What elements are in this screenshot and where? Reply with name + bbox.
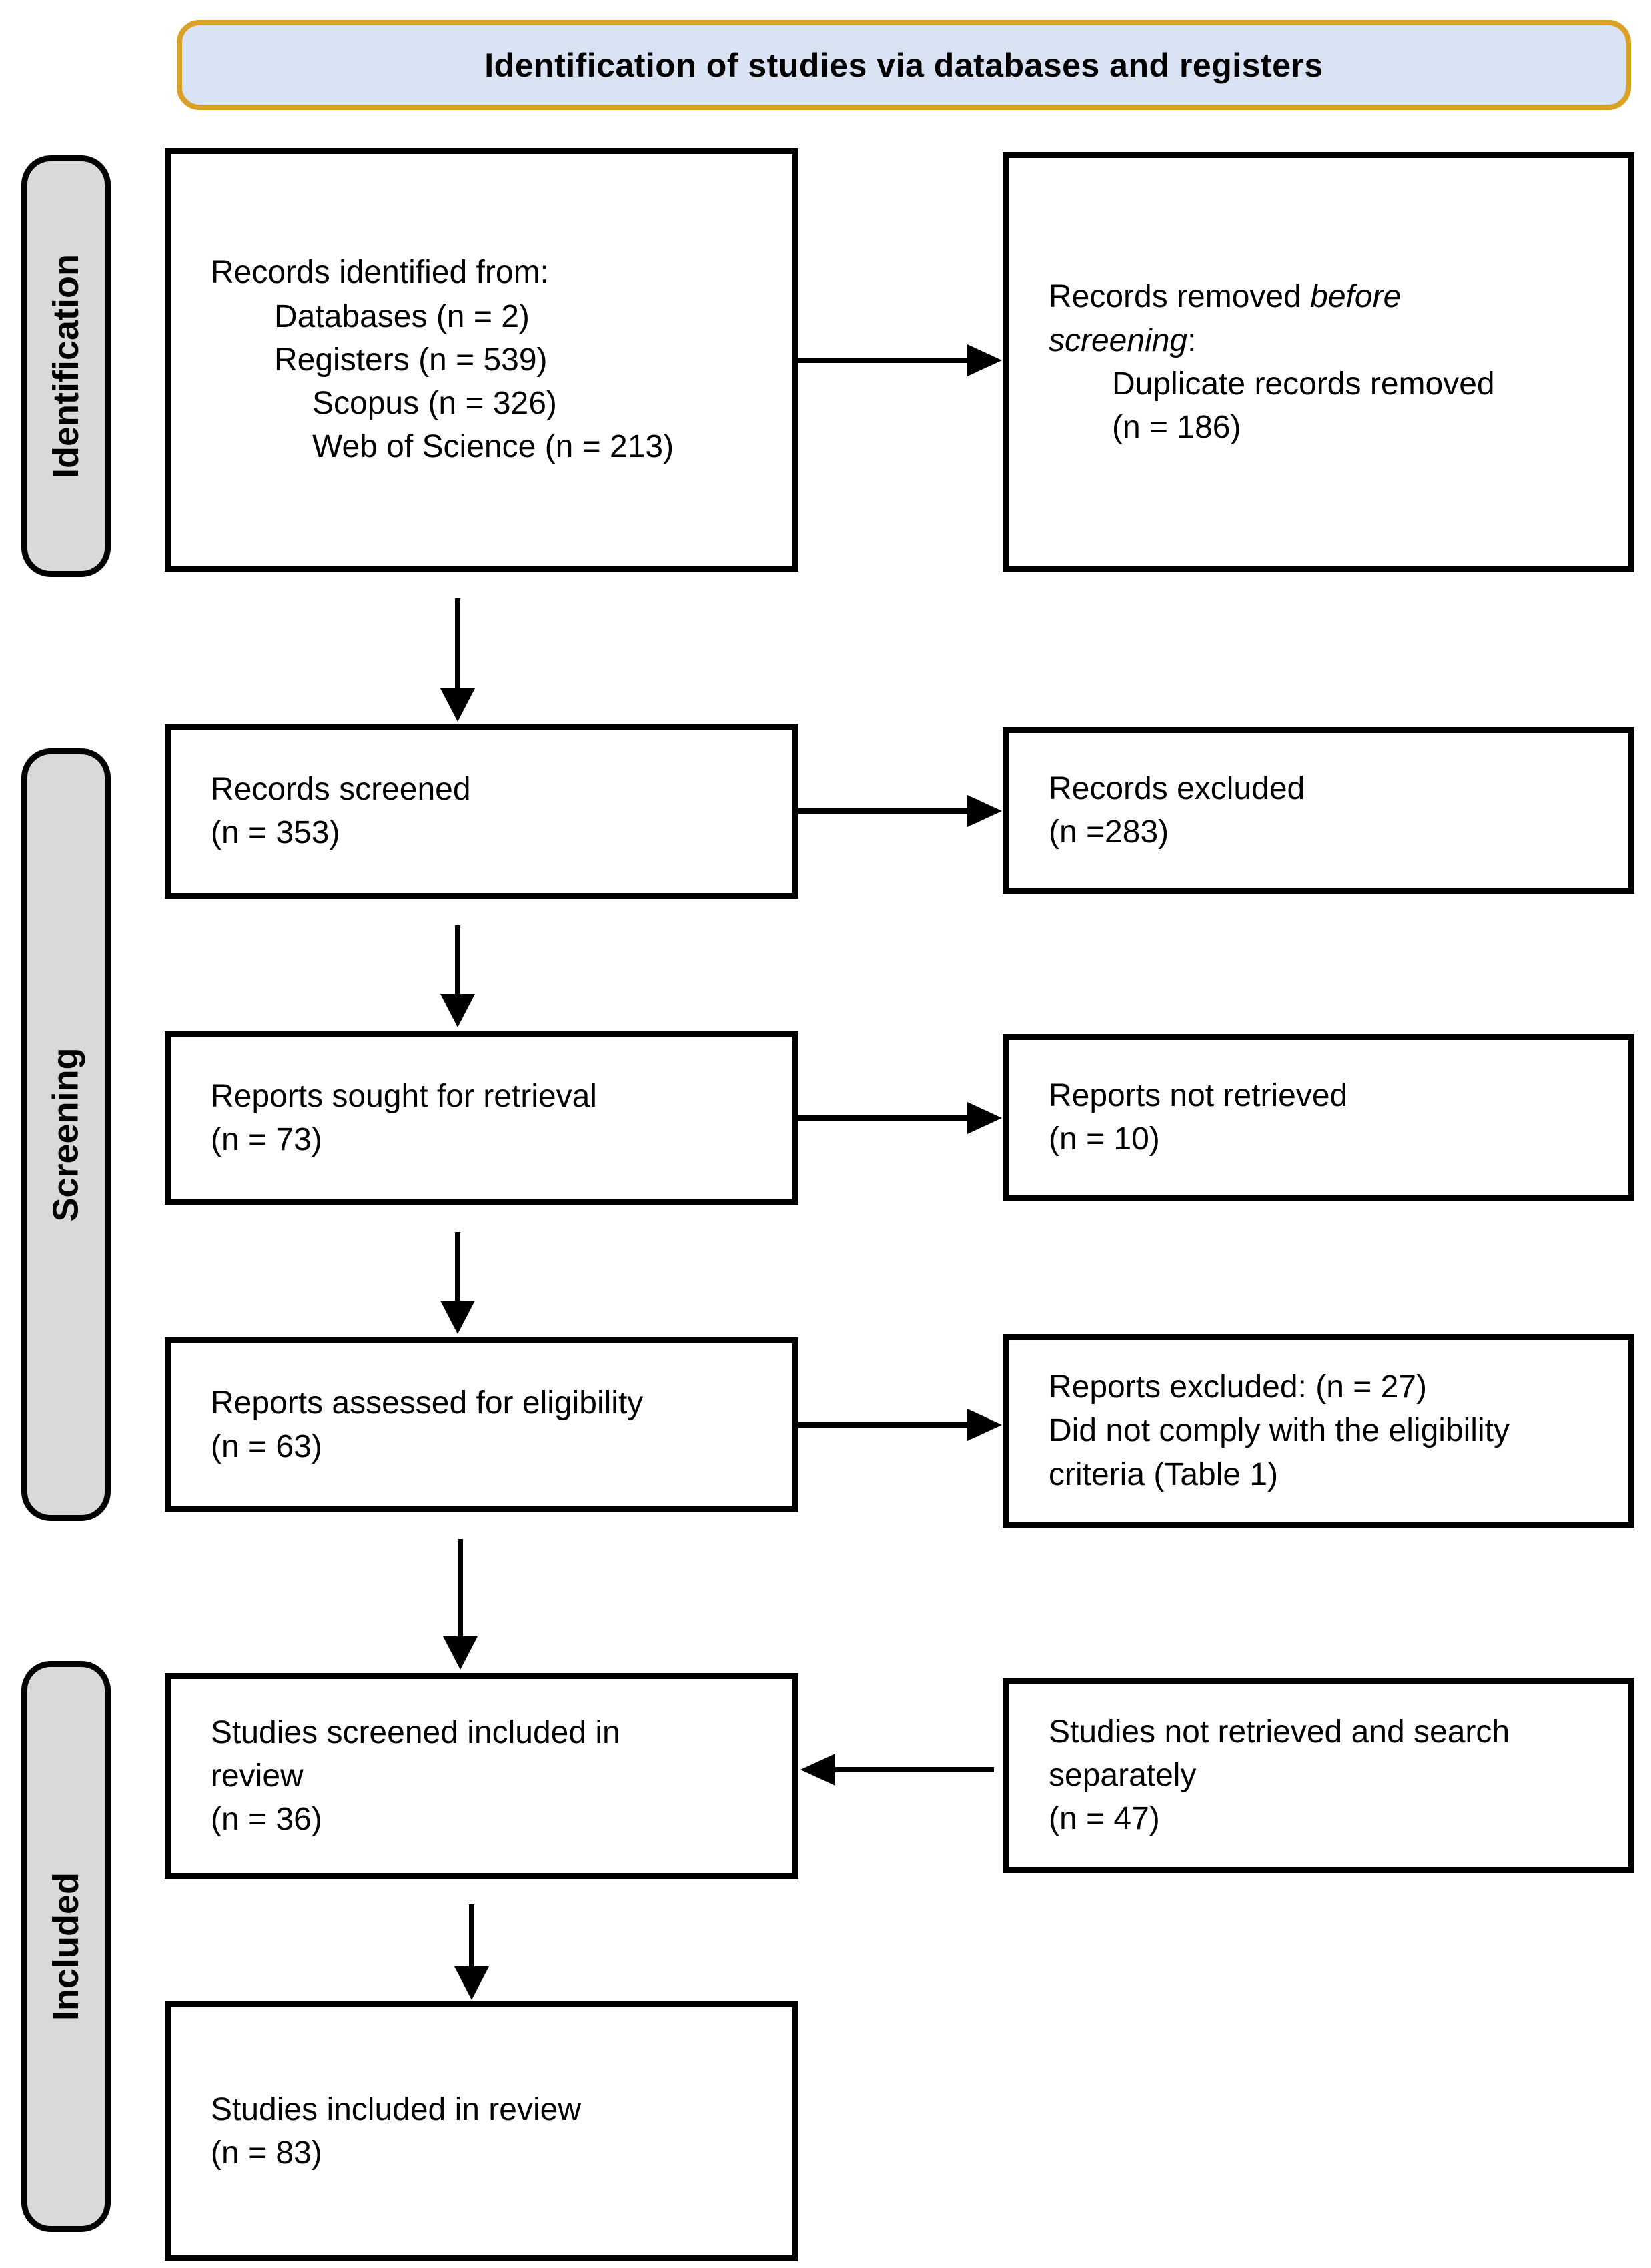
arrow-not-retrieved-to-studies-screened [800,1754,994,1786]
stage-label-text: Identification [46,254,86,478]
box-studies-screened-included-in-review: Studies screened included in review (n = 3… [165,1673,798,1879]
stage-label-included: Included [21,1661,111,2232]
box-text-line: (n = 63) [211,1429,322,1464]
box-text-line: Reports not retrieved [1049,1077,1348,1113]
arrow-screened-to-sought [440,925,475,1027]
box-text-line: Did not comply with the eligibility [1049,1413,1510,1449]
box-text-line: Studies screened included in [211,1714,620,1750]
box-text-line: (n = 186) [1112,410,1241,446]
box-text-line: Web of Science (n = 213) [312,429,674,465]
box-text-line: Reports excluded: (n = 27) [1049,1369,1427,1405]
stage-label-screening: Screening [21,748,111,1521]
box-text-line: (n = 353) [211,815,340,851]
box-records-screened: Records screened (n = 353) [165,724,798,899]
box-text-line: Reports sought for retrieval [211,1078,597,1114]
box-text-line: Records removed before [1049,279,1402,315]
box-text-line: (n = 83) [211,2135,322,2171]
box-text-line: Scopus (n = 326) [312,386,557,422]
box-text-line: criteria (Table 1) [1049,1456,1279,1492]
box-text-line: Records excluded [1049,770,1305,806]
box-text-line: (n = 47) [1049,1801,1160,1837]
box-reports-assessed-for-eligibility: Reports assessed for eligibility (n = 63) [165,1337,798,1512]
box-text-line: review [211,1758,304,1794]
box-text-line: separately [1049,1757,1197,1793]
box-studies-included-in-review: Studies included in review (n = 83) [165,2001,798,2261]
arrow-screened-to-excluded [798,795,1002,827]
stage-label-text: Included [46,1872,87,2021]
box-text-line: Studies included in review [211,2091,581,2127]
box-text-line: Duplicate records removed [1112,366,1495,402]
box-studies-not-retrieved-searched-separately: Studies not retrieved and search separate… [1003,1678,1634,1873]
box-text-line: (n = 36) [211,1802,322,1838]
box-records-excluded: Records excluded (n =283) [1003,727,1634,894]
arrow-studies-screened-to-included [454,1904,489,2000]
box-reports-sought-for-retrieval: Reports sought for retrieval (n = 73) [165,1031,798,1205]
arrow-identified-to-screened [440,598,475,722]
box-text-line: Records screened [211,771,471,807]
box-text-line: Studies not retrieved and search [1049,1714,1510,1750]
box-text-line: Records identified from: [211,255,549,291]
box-records-removed-before-screening: Records removed before screening: Duplicat… [1003,152,1634,572]
box-reports-excluded: Reports excluded: (n = 27) Did not comply… [1003,1334,1634,1528]
arrow-sought-to-not-retrieved [798,1102,1002,1134]
arrow-sought-to-assessed [440,1232,475,1334]
box-text-line: Reports assessed for eligibility [211,1385,644,1421]
diagram-title: Identification of studies via databases … [484,46,1323,84]
arrow-assessed-to-excluded [798,1409,1002,1441]
box-text-line: Registers (n = 539) [274,342,548,378]
box-text-line: screening: [1049,322,1197,358]
box-text-line: Databases (n = 2) [274,298,530,334]
box-text-line: (n =283) [1049,814,1169,850]
diagram-title-banner: Identification of studies via databases … [177,20,1631,110]
arrow-identified-to-removed [798,344,1002,376]
box-text-line: (n = 73) [211,1122,322,1157]
box-text-line: (n = 10) [1049,1121,1160,1157]
arrow-assessed-to-studies-screened [443,1539,478,1670]
box-records-identified: Records identified from: Databases (n = 2… [165,148,798,572]
stage-label-identification: Identification [21,155,111,577]
box-reports-not-retrieved: Reports not retrieved (n = 10) [1003,1034,1634,1201]
stage-label-text: Screening [46,1047,86,1222]
